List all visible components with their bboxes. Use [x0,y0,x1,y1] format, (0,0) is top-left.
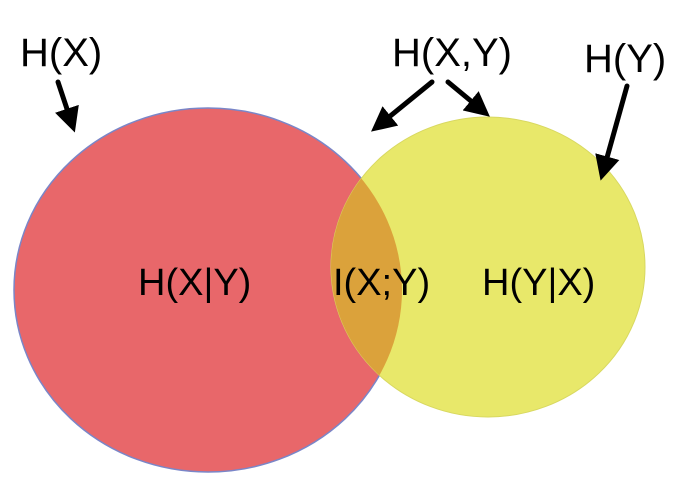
label-hx: H(X) [20,31,102,75]
label-hxy-joint: H(X,Y) [392,31,512,75]
arrow-hy [595,83,630,181]
arrow-hxy-to-y [445,79,490,117]
label-hy: H(Y) [584,37,666,81]
label-hy-given-x: H(Y|X) [482,262,595,304]
arrow-hxy-to-x [371,79,435,132]
label-mutual-info: I(X;Y) [333,262,430,304]
arrow-hx [55,79,79,133]
label-hx-given-y: H(X|Y) [138,262,251,304]
